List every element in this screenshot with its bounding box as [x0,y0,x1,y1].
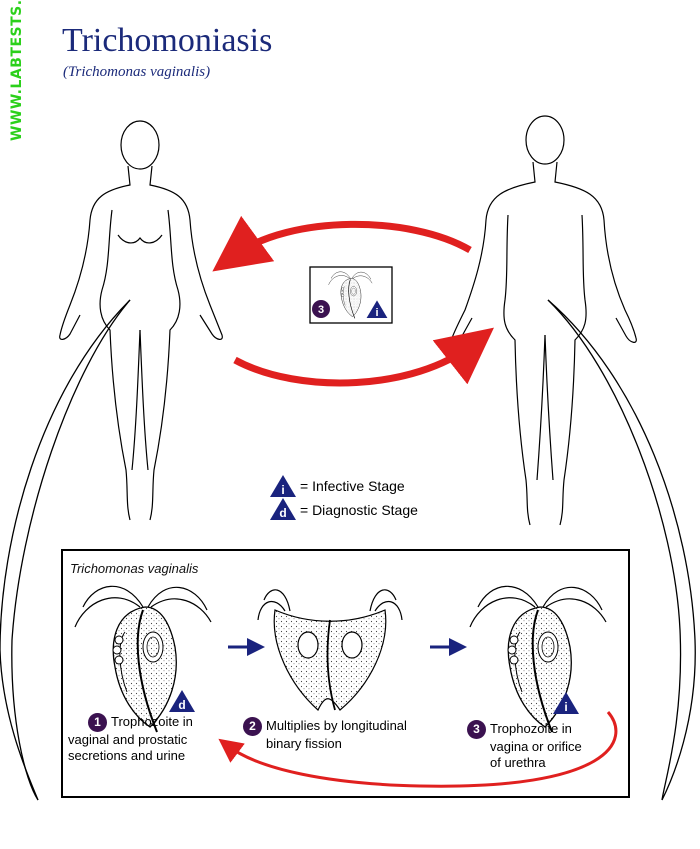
legend-infective-icon: i [270,475,296,497]
step-3-number: 3 [467,720,486,739]
female-figure [59,120,223,521]
svg-text:i: i [564,700,567,714]
page-subtitle: (Trichomonas vaginalis) [63,64,211,80]
svg-text:d: d [178,698,185,712]
legend-infective-text: = Infective Stage [300,478,405,494]
inset-step-number [312,300,330,318]
inset-step-number-text: 3 [318,304,324,316]
transmission-arrow-to-male [233,327,494,387]
life-cycle-lines [0,299,696,801]
binary-fission-stage-2 [257,589,403,711]
male-figure [451,115,637,526]
inset-trophozoite-box: 3 i [309,266,393,324]
svg-text:d: d [279,506,286,520]
inset-stage-letter: i [375,307,378,319]
page-title: Trichomoniasis [62,22,273,59]
svg-text:i: i [281,483,284,497]
panel-label: Trichomonas vaginalis [70,561,199,576]
stage-1-diagnostic-icon: d [169,690,195,712]
legend-diagnostic: = Diagnostic Stage [270,499,418,521]
legend-diagnostic-icon: d [270,498,296,520]
legend-diagnostic-text: = Diagnostic Stage [300,502,418,518]
stage-3-infective-icon: i [553,692,579,714]
arrow-step3-to-step1 [218,711,618,788]
step-2-number: 2 [243,717,262,736]
transmission-arrow-to-female [212,215,472,272]
legend-infective: = Infective Stage [270,475,405,497]
step-1-number: 1 [88,713,107,732]
